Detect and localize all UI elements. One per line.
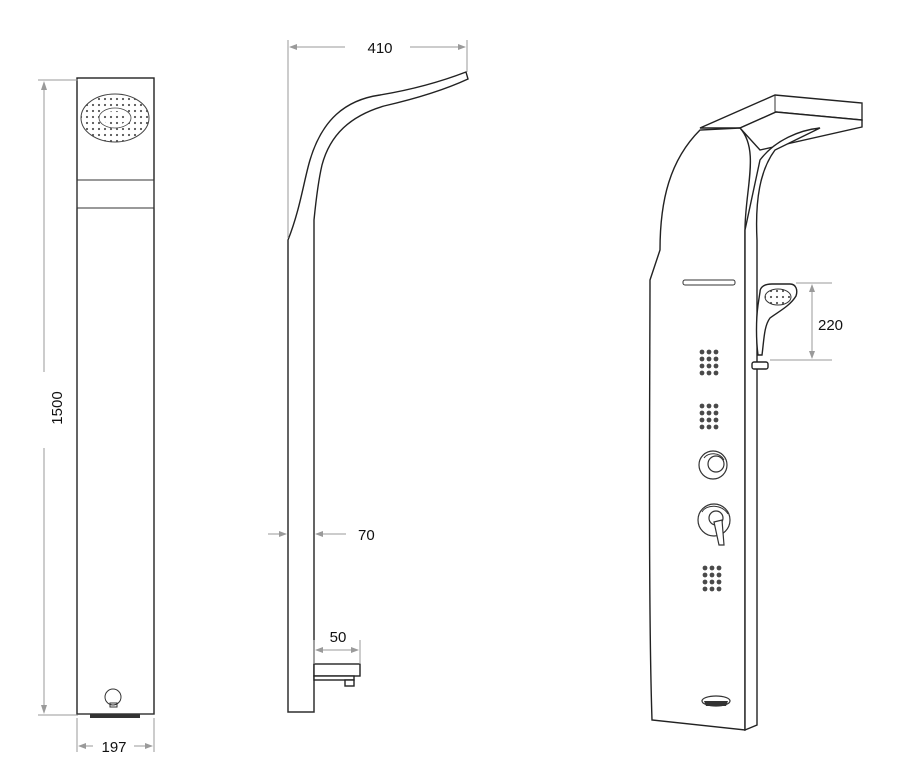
bottom-outlet xyxy=(701,695,731,707)
hand-shower-dimension: 220 xyxy=(770,282,843,361)
spout-dimension: 50 xyxy=(313,629,361,664)
width-label: 197 xyxy=(101,739,126,756)
body-jets-lower xyxy=(702,565,722,592)
panel-body xyxy=(648,127,752,731)
height-label: 1500 xyxy=(49,391,66,424)
hand-shower xyxy=(751,283,798,370)
projection-label: 410 xyxy=(367,40,392,57)
diverter-knob xyxy=(698,450,728,480)
perspective-view: 220 xyxy=(648,94,863,732)
height-dimension: 1500 xyxy=(38,79,78,716)
side-profile xyxy=(287,71,469,713)
panel-slot xyxy=(682,279,736,286)
projection-dimension: 410 xyxy=(287,40,468,238)
spout-label: 50 xyxy=(330,629,347,646)
front-view: 1500 197 xyxy=(38,77,155,756)
width-dimension: 197 xyxy=(76,718,155,756)
thickness-label: 70 xyxy=(358,527,375,544)
body-jets-upper xyxy=(699,349,719,376)
side-view: 410 70 50 xyxy=(268,40,469,713)
hand-shower-label: 220 xyxy=(818,317,843,334)
mixer-handle xyxy=(697,503,731,546)
front-bottom-knob xyxy=(104,688,122,706)
thickness-dimension: 70 xyxy=(268,527,375,544)
front-panel-body xyxy=(76,77,155,715)
spout xyxy=(313,663,361,687)
body-jets-middle xyxy=(699,403,719,430)
